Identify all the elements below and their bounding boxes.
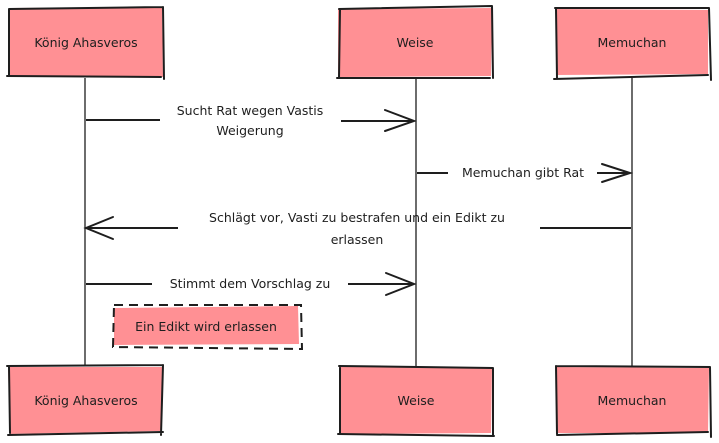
note-box[interactable]: Ein Edikt wird erlassen xyxy=(111,304,304,351)
message-2: Memuchan gibt Rat xyxy=(417,163,634,183)
arrow-head-icon xyxy=(601,163,634,183)
actor-label: Weise xyxy=(398,393,435,408)
actor-label: Memuchan xyxy=(598,35,667,50)
arrow-head-icon xyxy=(384,109,417,132)
message-1: Sucht Rat wegen Vastis Weigerung xyxy=(86,103,417,138)
actor-label: Memuchan xyxy=(598,393,667,408)
note-label: Ein Edikt wird erlassen xyxy=(135,319,277,334)
actor-box-bottom-memuchan[interactable]: Memuchan xyxy=(555,365,712,438)
actor-label: König Ahasveros xyxy=(34,393,137,408)
actor-label: König Ahasveros xyxy=(34,35,137,50)
message-label: erlassen xyxy=(331,232,384,247)
arrow-head-icon xyxy=(385,272,417,296)
actor-box-bottom-koenig[interactable]: König Ahasveros xyxy=(6,364,164,436)
arrow-head-icon xyxy=(83,216,114,240)
message-label: Stimmt dem Vorschlag zu xyxy=(170,276,331,291)
message-label: Weigerung xyxy=(216,123,283,138)
actor-label: Weise xyxy=(397,35,434,50)
actor-box-top-koenig[interactable]: König Ahasveros xyxy=(6,6,165,80)
actor-box-bottom-weise[interactable]: Weise xyxy=(337,365,495,437)
message-4: Stimmt dem Vorschlag zu xyxy=(86,272,417,296)
message-label: Schlägt vor, Vasti zu bestrafen und ein … xyxy=(209,210,505,225)
actor-box-top-weise[interactable]: Weise xyxy=(336,5,494,79)
message-3: Schlägt vor, Vasti zu bestrafen und ein … xyxy=(83,210,631,247)
message-label: Sucht Rat wegen Vastis xyxy=(177,103,324,118)
actor-box-top-memuchan[interactable]: Memuchan xyxy=(553,7,712,81)
message-label: Memuchan gibt Rat xyxy=(462,165,584,180)
